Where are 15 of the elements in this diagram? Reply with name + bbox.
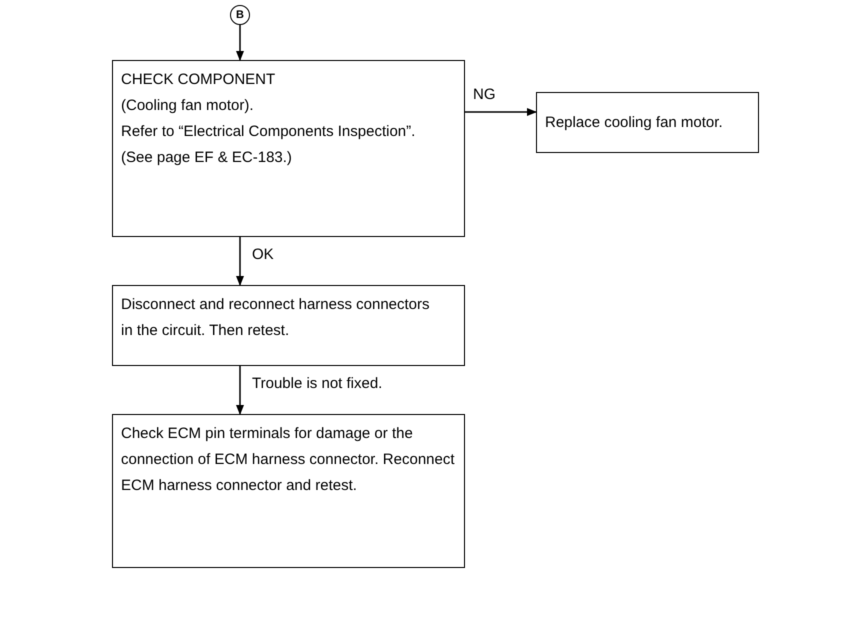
arrow: [236, 25, 244, 61]
process-box: [112, 285, 465, 366]
arrow: [236, 237, 244, 286]
box-text: CHECK COMPONENT: [121, 70, 276, 90]
process-box: [112, 414, 465, 568]
box-text: Disconnect and reconnect harness connectors in the circuit. Then retest.: [121, 295, 431, 341]
box-text: (See page EF & EC-183.): [121, 148, 293, 168]
arrow: [465, 108, 537, 116]
box-text: Check ECM pin terminals for damage or the connection of ECM harness connector. Reconnect ECM harness connector and retest.: [121, 424, 456, 496]
process-box: [536, 92, 759, 153]
arrow: [236, 366, 244, 415]
box-text: Replace cooling fan motor.: [545, 112, 724, 132]
box-text: Refer to “Electrical Components Inspection”.: [121, 122, 416, 142]
process-box: [112, 60, 465, 237]
box-text: (Cooling fan motor).: [121, 96, 255, 116]
